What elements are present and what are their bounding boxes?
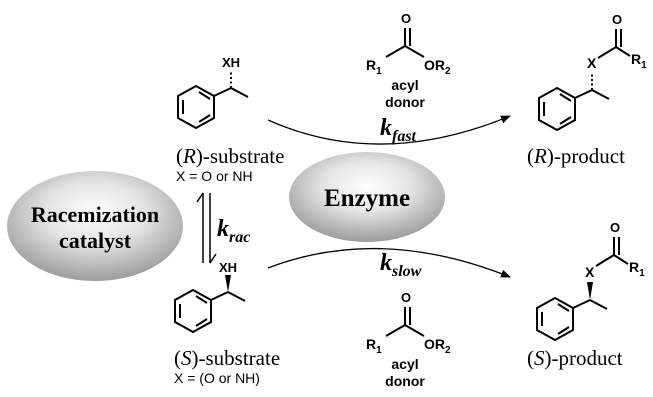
racemization-catalyst-label-line2: catalyst bbox=[59, 228, 132, 253]
acyl-donor-or2: OR2 bbox=[424, 57, 451, 77]
product-r1-group: R1 bbox=[629, 259, 645, 279]
racemization-catalyst-label-line1: Racemization bbox=[31, 202, 159, 227]
bond bbox=[589, 299, 608, 310]
aromatic-bond bbox=[198, 91, 211, 100]
k-slow-label: kslow bbox=[380, 250, 422, 280]
wedge-bond bbox=[225, 275, 231, 292]
bond bbox=[595, 254, 615, 267]
aromatic-bond bbox=[195, 318, 208, 327]
wedge-bond bbox=[587, 282, 593, 300]
product-r1-group: R1 bbox=[631, 51, 647, 71]
bond bbox=[572, 299, 591, 309]
s-product-label: (S)-product bbox=[527, 346, 623, 370]
aromatic-bond bbox=[559, 116, 572, 125]
s-product-structure bbox=[536, 237, 629, 342]
k-rac-label: krac bbox=[217, 216, 250, 246]
bond bbox=[230, 87, 249, 98]
acyl-donor-or2: OR2 bbox=[424, 336, 451, 356]
r-substrate-x-note: X = O or NH bbox=[176, 168, 253, 184]
bond bbox=[210, 291, 229, 301]
acyl-donor-bottom-structure bbox=[385, 307, 425, 337]
enzyme-ellipse bbox=[289, 152, 445, 242]
bond bbox=[613, 254, 629, 265]
aromatic-bond bbox=[195, 295, 208, 304]
product-carbonyl-o: O bbox=[612, 12, 622, 27]
product-x-atom: X bbox=[585, 264, 595, 280]
r-product-structure bbox=[538, 29, 631, 132]
acyl-donor-top-structure bbox=[385, 28, 425, 58]
acyl-donor-carbonyl-o: O bbox=[401, 11, 411, 26]
product-x-atom: X bbox=[587, 55, 597, 71]
bond bbox=[591, 89, 610, 100]
substrate-xh-group: XH bbox=[222, 55, 240, 70]
aromatic-bond bbox=[559, 93, 572, 102]
racemization-catalyst-ellipse bbox=[7, 171, 183, 281]
s-substrate-label: (S)-substrate bbox=[174, 346, 280, 370]
bond bbox=[227, 291, 246, 302]
r-substrate-label: (R)-substrate bbox=[176, 144, 284, 168]
s-substrate-x-note: X = (O or NH) bbox=[174, 370, 260, 386]
r-product-label: (R)-product bbox=[527, 144, 625, 168]
s-substrate-structure bbox=[174, 288, 246, 334]
k-fast-label: kfast bbox=[380, 115, 417, 145]
aromatic-bond bbox=[557, 326, 570, 335]
fast-reaction-arrow bbox=[267, 115, 511, 145]
aromatic-bond bbox=[198, 114, 211, 123]
acyl-donor-label-line1: acyl bbox=[391, 77, 418, 93]
acyl-donor-r1: R1 bbox=[366, 57, 382, 77]
racemization-equilibrium-arrows bbox=[196, 192, 217, 264]
substrate-xh-group: XH bbox=[219, 260, 237, 275]
aromatic-bond bbox=[557, 303, 570, 312]
bond bbox=[574, 89, 593, 99]
r-substrate-structure bbox=[177, 70, 249, 130]
enzyme-label: Enzyme bbox=[324, 185, 410, 212]
bond bbox=[615, 46, 631, 57]
bond bbox=[213, 87, 232, 97]
acyl-donor-label-line2: donor bbox=[385, 373, 425, 389]
acyl-donor-label-line1: acyl bbox=[391, 356, 418, 372]
acyl-donor-r1: R1 bbox=[366, 336, 382, 356]
acyl-donor-label-line2: donor bbox=[385, 94, 425, 110]
slow-reaction-arrow bbox=[267, 247, 511, 278]
bond bbox=[597, 46, 617, 59]
product-carbonyl-o: O bbox=[610, 220, 620, 235]
acyl-donor-carbonyl-o: O bbox=[401, 290, 411, 305]
